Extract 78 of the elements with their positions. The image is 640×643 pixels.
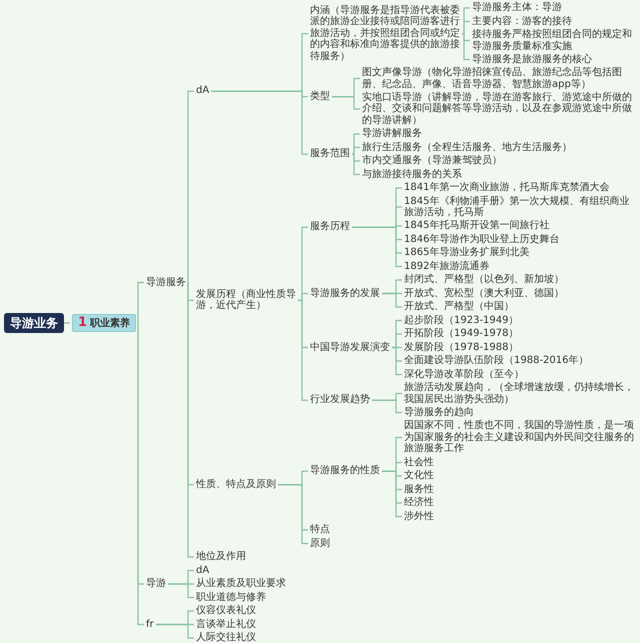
- subtopic-text: 1845年托马斯开设第一间旅行社: [404, 220, 550, 231]
- subtopic-text: 言谈举止礼仪: [196, 618, 256, 630]
- subtopic-text: 人际交往礼仪: [196, 632, 256, 643]
- main-topic-box: [72, 314, 136, 332]
- subtopic-text: 涉外性: [404, 510, 434, 522]
- subtopic-text: 性质、特点及原则: [196, 478, 276, 490]
- connector-line: [156, 624, 194, 639]
- subtopic-text: 导游服务的发展: [310, 288, 380, 298]
- subtopic-text: 市内交通服务（导游兼驾驶员）: [362, 155, 502, 166]
- subtopic-text: 图文声像导游（物化导游招徕宣传品、旅游纪念品等包括图册、纪念品、声像、语音导游器、智慧旅游app等）: [362, 67, 622, 90]
- connector-line: [211, 90, 308, 155]
- connector-line: [298, 300, 308, 401]
- subtopic-text: 旅行生活服务（全程生活服务、地方生活服务）: [362, 142, 572, 152]
- subtopic-text: dA: [196, 564, 210, 576]
- connector-line: [137, 282, 144, 324]
- connector-line: [382, 470, 402, 518]
- subtopic-text: 导游: [146, 578, 166, 589]
- subtopic-text: 从业素质及职业要求: [196, 578, 286, 589]
- subtopic-text: 导游服务的趋向: [404, 406, 474, 418]
- connector-line: [168, 583, 194, 598]
- subtopic-text: 服务性: [404, 484, 434, 494]
- subtopic-text: 1846年导游作为职业登上历史舞台: [404, 234, 560, 244]
- subtopic-text: dA: [196, 85, 210, 96]
- connector-line: [352, 226, 402, 268]
- connector-line: [278, 484, 308, 544]
- subtopic-text: 导游服务: [146, 276, 186, 288]
- subtopic-text: 职业道德与修养: [196, 592, 266, 602]
- subtopic-text: 开拓阶段（1949-1978）: [404, 328, 519, 339]
- subtopic-text: 中国导游发展演变: [310, 342, 390, 352]
- subtopic-text: 主要内容：游客的接待: [472, 16, 572, 26]
- subtopic-text: 导游讲解服务: [362, 128, 422, 139]
- subtopic-text: 与旅游接待服务的关系: [362, 168, 462, 180]
- subtopic-text: fr: [146, 618, 154, 630]
- subtopic-text: 经济性: [404, 497, 434, 508]
- subtopic-text: 服务历程: [310, 221, 350, 232]
- subtopic-text: 仪容仪表礼仪: [196, 605, 256, 616]
- subtopic-text: 社会性: [404, 456, 434, 468]
- subtopic-text: 内涵（导游服务是指导游代表被委派的旅游企业接待或陪同游客进行旅游活动，并按照组团合同或约定的内容和标准向游客提供的旅游接待服务）: [310, 4, 460, 62]
- subtopic-text: 行业发展趋势: [310, 394, 370, 406]
- subtopic-text: 1865年导游业务扩展到北美: [404, 247, 530, 258]
- subtopic-text: 深化导游改革阶段（至今）: [404, 368, 524, 380]
- connector-line: [382, 292, 402, 308]
- subtopic-text: 特点: [310, 524, 330, 535]
- subtopic-text: 实地口语导游（讲解导游，导游在游客旅行、游览途中所做的介绍、交谈和问题解答等导游活动，以及在参观游览途中所做的导游讲解）: [362, 92, 632, 126]
- connector-line: [392, 346, 402, 376]
- priority-number: 1: [78, 314, 88, 330]
- central-topic-box: [4, 313, 64, 333]
- topic-label: 导游业务: [10, 316, 58, 330]
- subtopic-text: 原则: [310, 538, 330, 548]
- subtopic-text: 导游服务的性质: [310, 465, 380, 476]
- subtopic-text: 1845年《利物浦手册》第一次大规模、有组织商业旅游活动，托马斯: [404, 196, 630, 218]
- subtopic-text: 因国家不同，性质也不同，我国的导游性质，是一项为国家服务的社会主义建设和国内外民间交往服务的旅游服务工作: [404, 420, 634, 454]
- connector-line: [372, 400, 402, 414]
- subtopic-text: 开放式、严格型（中国）: [404, 301, 514, 312]
- subtopic-text: 地位及作用: [196, 551, 246, 562]
- connector-line: [352, 154, 360, 176]
- connector-line: [187, 90, 194, 284]
- connector-line: [187, 282, 194, 558]
- subtopic-text: 服务范围: [310, 148, 350, 160]
- subtopic-text: 类型: [310, 90, 330, 102]
- topic-label: 职业素养: [90, 318, 130, 328]
- subtopic-text: 旅游活动发展趋向，（全球增速放缓，仍持续增长，我国居民出游势头强劲）: [404, 382, 634, 404]
- subtopic-text: 发展阶段（1978-1988）: [404, 342, 519, 352]
- subtopic-text: 接待服务严格按照组团合同的规定和导游服务质量标准实施: [472, 29, 632, 52]
- subtopic-text: 封闭式、严格型（以色列、新加坡）: [404, 274, 564, 285]
- subtopic-text: 发展历程（商业性质导游，近代产生）: [196, 288, 296, 312]
- subtopic-text: 开放式、宽松型（澳大利亚、德国）: [404, 288, 564, 298]
- connector-line: [462, 33, 470, 60]
- connector-line: [332, 96, 360, 110]
- connector-line: [352, 146, 360, 155]
- subtopic-text: 1841年第一次商业旅游，托马斯库克禁酒大会: [404, 182, 610, 193]
- subtopic-text: 起步阶段（1923-1949）: [404, 314, 519, 326]
- subtopic-text: 1892年旅游流通券: [404, 260, 490, 272]
- subtopic-text: 全面建设导游队伍阶段（1988-2016年）: [404, 355, 589, 366]
- connector-line: [462, 20, 470, 34]
- subtopic-text: 文化性: [404, 470, 434, 481]
- subtopic-text: 导游服务是旅游服务的核心: [472, 54, 592, 64]
- subtopic-text: 导游服务主体：导游: [472, 2, 562, 13]
